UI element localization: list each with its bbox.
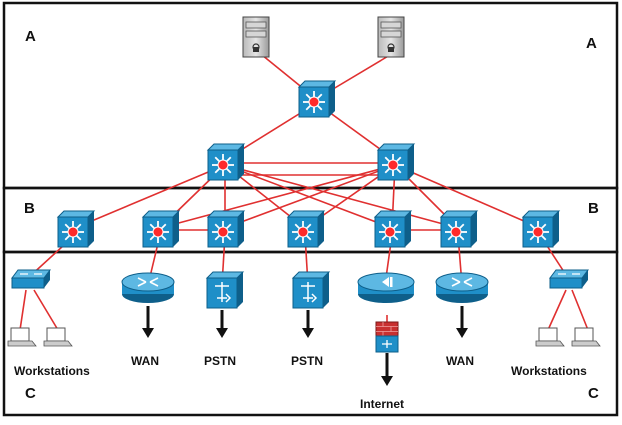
workstations-left-label: Workstations: [14, 364, 90, 378]
workstation-laptop-2: [43, 327, 73, 347]
uplink-arrows: [142, 306, 468, 386]
pstn-left-label: PSTN: [204, 354, 236, 368]
access-switch-b2: [141, 210, 181, 248]
zone-b-left-label: B: [24, 200, 35, 217]
internet-router: [357, 272, 415, 303]
wan-left-label: WAN: [131, 354, 159, 368]
access-switch-left: [11, 269, 51, 289]
internet-label: Internet: [360, 397, 404, 411]
access-switch-b5: [373, 210, 413, 248]
core-switch-top: [297, 80, 337, 118]
zone-a-left-label: A: [25, 28, 36, 45]
access-switch-right: [549, 269, 589, 289]
wan-right-label: WAN: [446, 354, 474, 368]
firewall: [375, 321, 399, 353]
workstations-right-label: Workstations: [511, 364, 587, 378]
pstn-gateway-left: [205, 271, 245, 309]
server-right: [377, 16, 405, 58]
zone-a-right-label: A: [586, 35, 597, 52]
distribution-switch-right: [376, 143, 416, 181]
server-left: [242, 16, 270, 58]
wan-router-left: [121, 272, 175, 303]
zone-c-left-label: C: [25, 385, 36, 402]
workstation-laptop-4: [571, 327, 601, 347]
access-switch-b3: [206, 210, 246, 248]
workstation-laptop-1: [7, 327, 37, 347]
workstation-laptop-3: [535, 327, 565, 347]
zone-b-right-label: B: [588, 200, 599, 217]
access-switch-b6: [439, 210, 479, 248]
access-switch-b1: [56, 210, 96, 248]
zone-c-right-label: C: [588, 385, 599, 402]
zone-c-frame: [2, 250, 619, 417]
access-switch-b7: [521, 210, 561, 248]
distribution-switch-left: [206, 143, 246, 181]
wan-router-right: [435, 272, 489, 303]
pstn-gateway-right: [291, 271, 331, 309]
access-switch-b4: [286, 210, 326, 248]
pstn-right-label: PSTN: [291, 354, 323, 368]
